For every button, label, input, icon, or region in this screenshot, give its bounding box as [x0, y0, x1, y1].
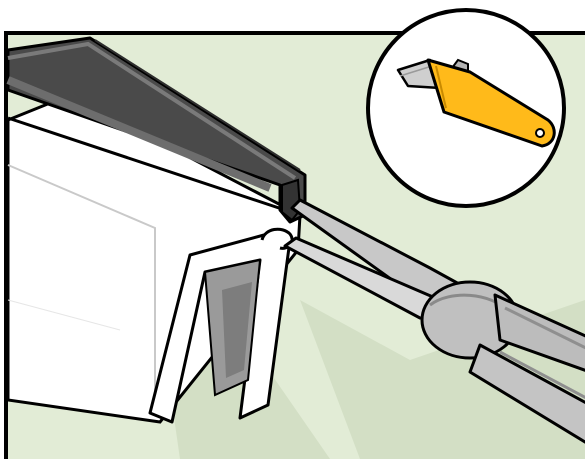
utility-knife-callout — [368, 10, 564, 206]
